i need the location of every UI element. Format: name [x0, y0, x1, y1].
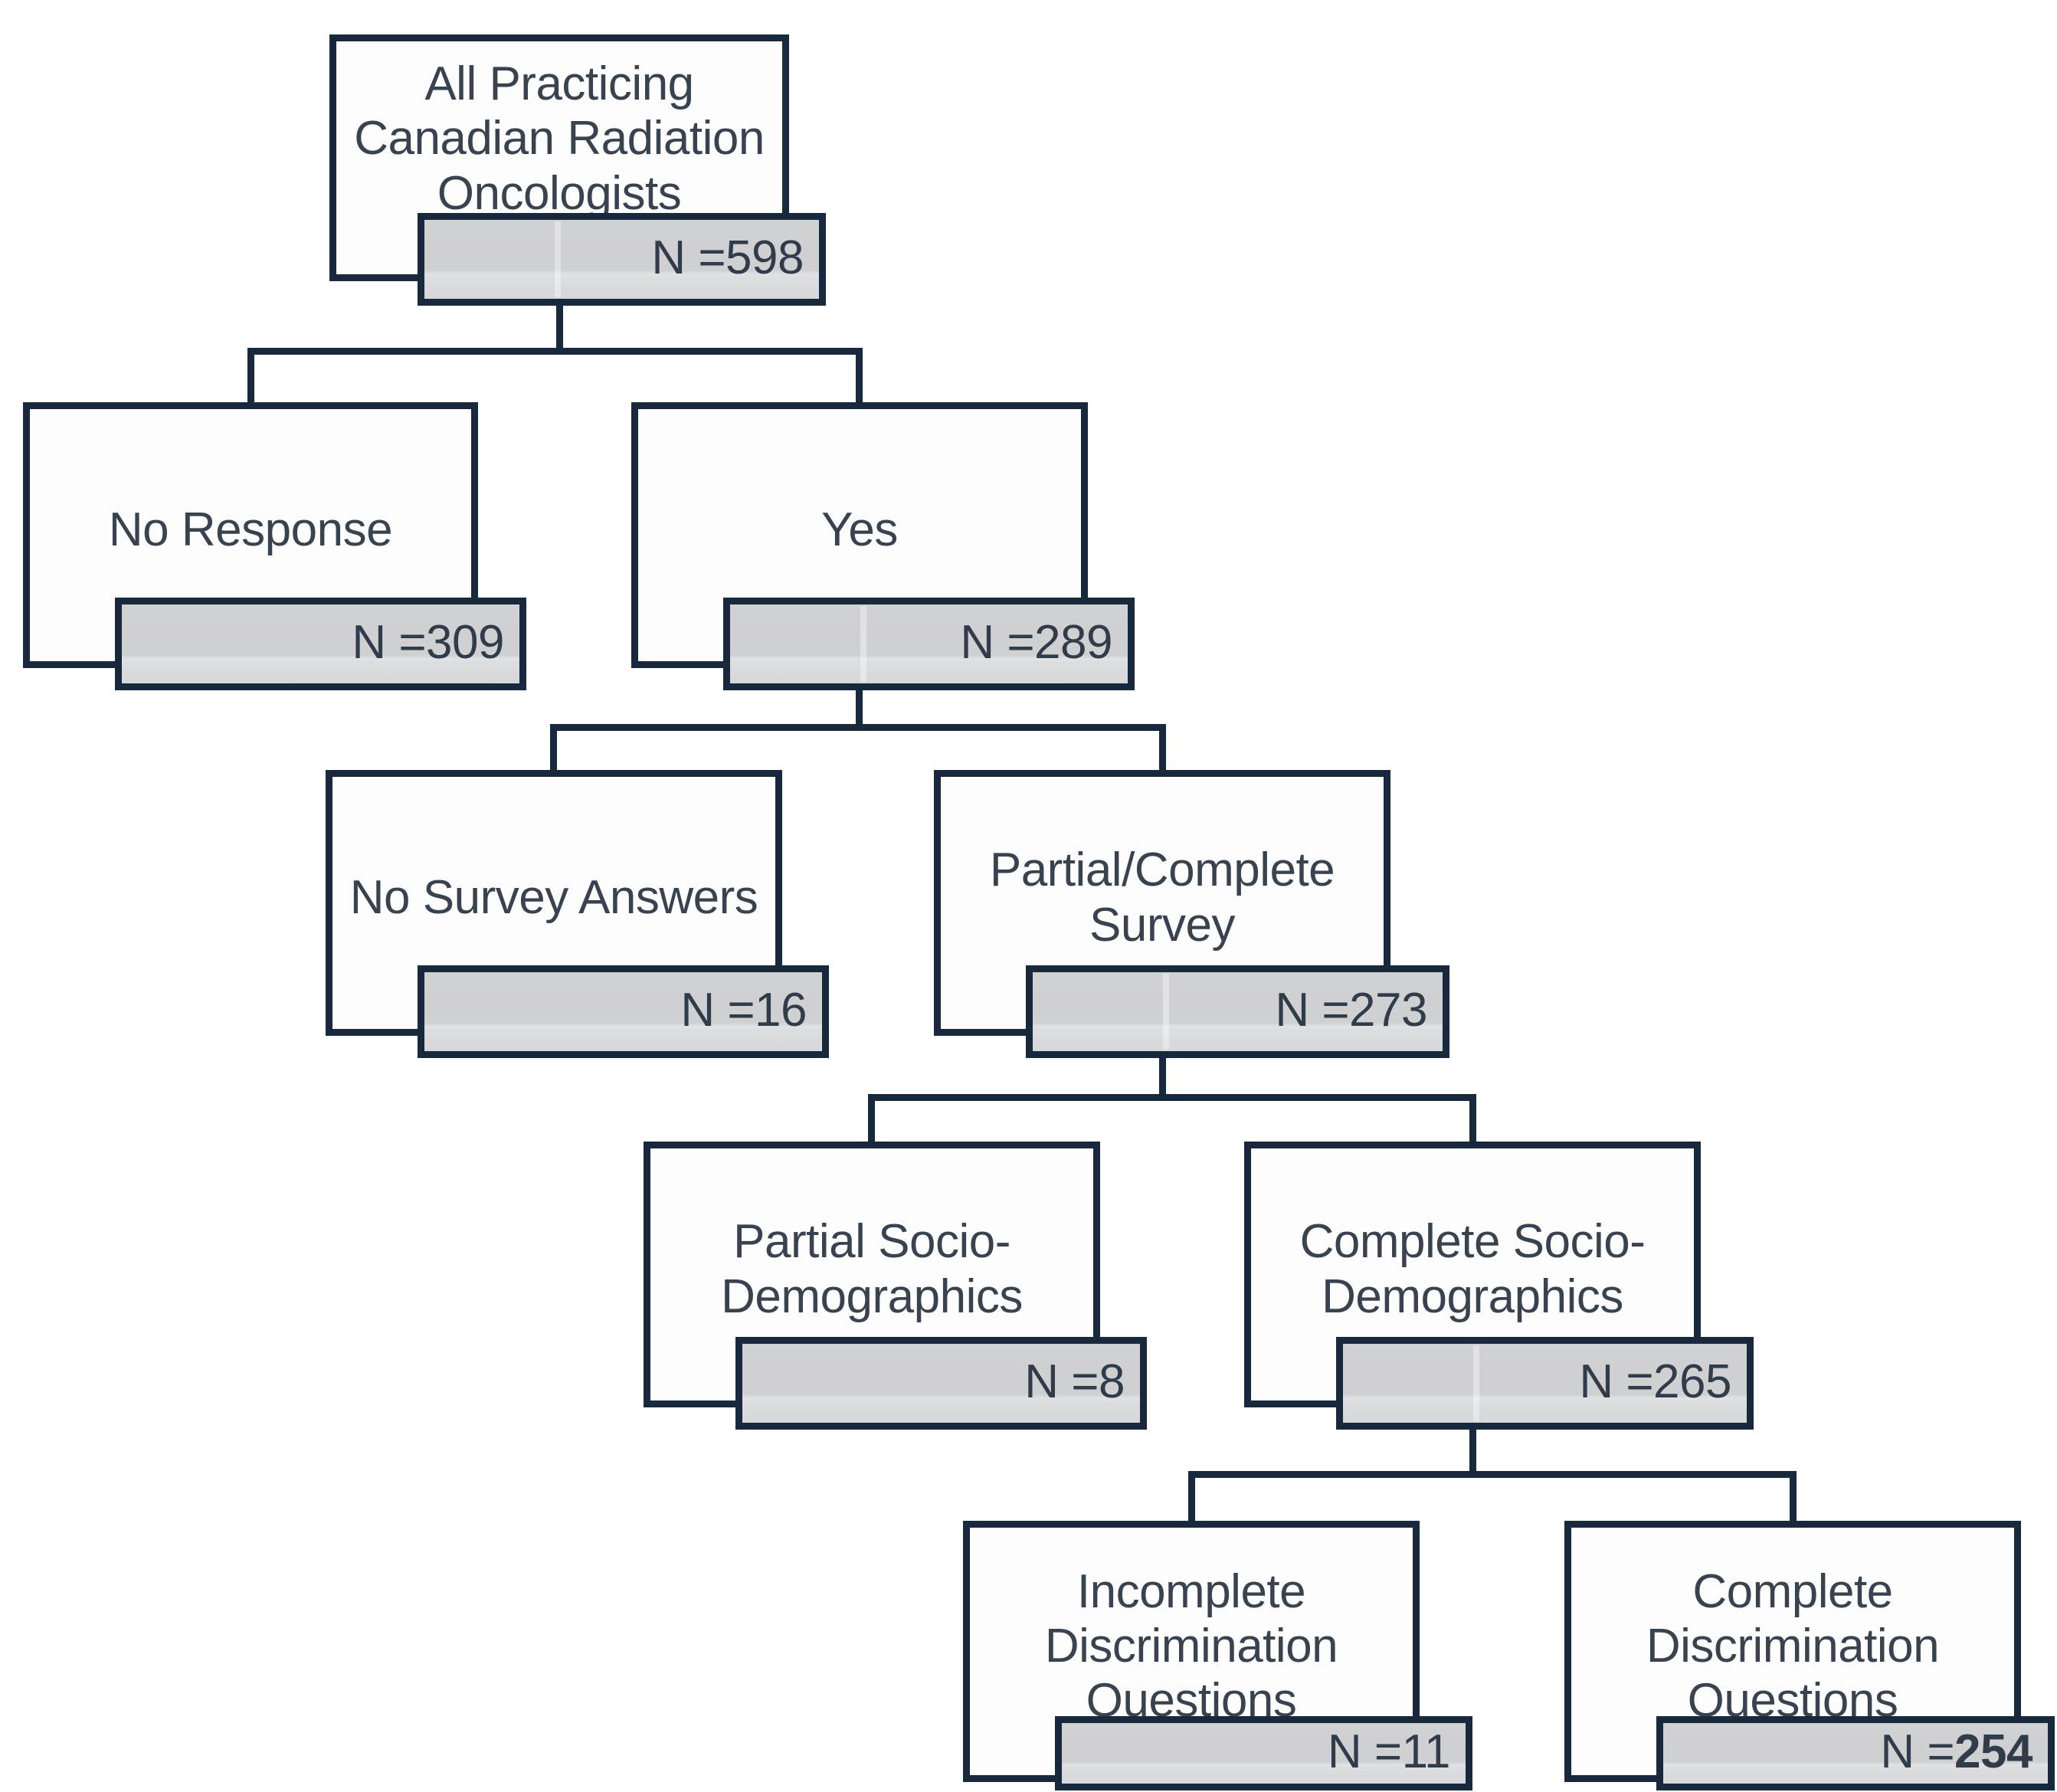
node-label-line: Canadian Radiation — [354, 112, 765, 165]
count-value: 16 — [755, 984, 807, 1037]
node-label-line: Demographics — [1322, 1269, 1623, 1323]
connector-partial-complete-survey-stem — [1159, 1055, 1166, 1097]
node-label-line: No Survey Answers — [349, 870, 758, 924]
count-prefix: N = — [1579, 1355, 1654, 1408]
node-label-line: Survey — [1089, 898, 1235, 952]
count-prefix: N = — [680, 984, 755, 1037]
count-value: 289 — [1034, 616, 1112, 669]
connector-drop-yes — [856, 348, 863, 405]
count-badge-incomplete-discrimination-questions: N = 11 — [1055, 1716, 1472, 1790]
node-label-line: Oncologists — [437, 166, 682, 220]
node-label-line: Partial Socio- — [733, 1215, 1010, 1269]
connector-seam — [860, 606, 866, 682]
count-badge-all-practicing-oncologists: N = 598 — [418, 213, 826, 306]
count-prefix: N = — [651, 231, 726, 284]
node-label-line: All Practicing — [424, 57, 694, 111]
count-prefix: N = — [1024, 1355, 1099, 1408]
count-badge-no-survey-answers: N = 16 — [418, 965, 829, 1058]
connector-seam — [1473, 1345, 1479, 1421]
count-prefix: N = — [1327, 1725, 1402, 1778]
node-label-line: Complete Socio- — [1299, 1215, 1646, 1269]
node-label-line: Discrimination — [1044, 1619, 1338, 1672]
node-label-line: Incomplete — [1076, 1564, 1306, 1618]
connector-drop-no-survey-answers — [550, 724, 557, 773]
node-label-line: Discrimination — [1646, 1619, 1940, 1672]
count-badge-yes: N = 289 — [723, 598, 1135, 690]
node-label-line: Partial/Complete — [989, 844, 1335, 897]
count-prefix: N = — [1880, 1725, 1955, 1778]
node-label-line: Yes — [821, 503, 898, 556]
count-value: 11 — [1401, 1725, 1451, 1778]
count-badge-complete-discrimination-questions: N = 254 — [1656, 1716, 2055, 1790]
count-value: 598 — [726, 231, 804, 284]
connector-drop-complete-socio-demographics — [1469, 1094, 1476, 1145]
count-value: 254 — [1954, 1725, 2032, 1778]
count-value: 8 — [1099, 1355, 1125, 1408]
connector-seam — [1163, 974, 1169, 1050]
connector-complete-socio-demographics-stem — [1469, 1427, 1476, 1474]
node-label-line: Demographics — [721, 1269, 1023, 1323]
count-prefix: N = — [352, 616, 427, 669]
count-badge-complete-socio-demographics: N = 265 — [1336, 1337, 1754, 1430]
connector-root-stem — [556, 303, 563, 352]
connector-seam — [555, 221, 561, 297]
node-label-line: No Response — [108, 503, 393, 556]
count-badge-partial-socio-demographics: N = 8 — [735, 1337, 1147, 1430]
connector-complete-socio-demographics-rail — [1188, 1471, 1797, 1478]
connector-drop-complete-discrimination-questions — [1790, 1471, 1797, 1524]
connector-drop-no-response — [247, 348, 254, 405]
node-label-line: Complete — [1692, 1564, 1893, 1618]
connector-yes-stem — [856, 687, 863, 731]
count-value: 273 — [1349, 984, 1427, 1037]
connector-drop-partial-complete-survey — [1159, 724, 1166, 773]
connector-drop-partial-socio-demographics — [868, 1094, 875, 1145]
count-prefix: N = — [1275, 984, 1350, 1037]
connector-drop-incomplete-discrimination-questions — [1188, 1471, 1195, 1524]
count-prefix: N = — [960, 616, 1035, 669]
connector-yes-rail — [550, 724, 1166, 731]
connector-root-rail — [247, 348, 863, 355]
count-badge-no-response: N = 309 — [115, 598, 526, 690]
count-value: 265 — [1653, 1355, 1731, 1408]
count-badge-partial-complete-survey: N = 273 — [1026, 965, 1449, 1058]
connector-partial-complete-survey-rail — [868, 1094, 1476, 1101]
count-value: 309 — [426, 616, 504, 669]
